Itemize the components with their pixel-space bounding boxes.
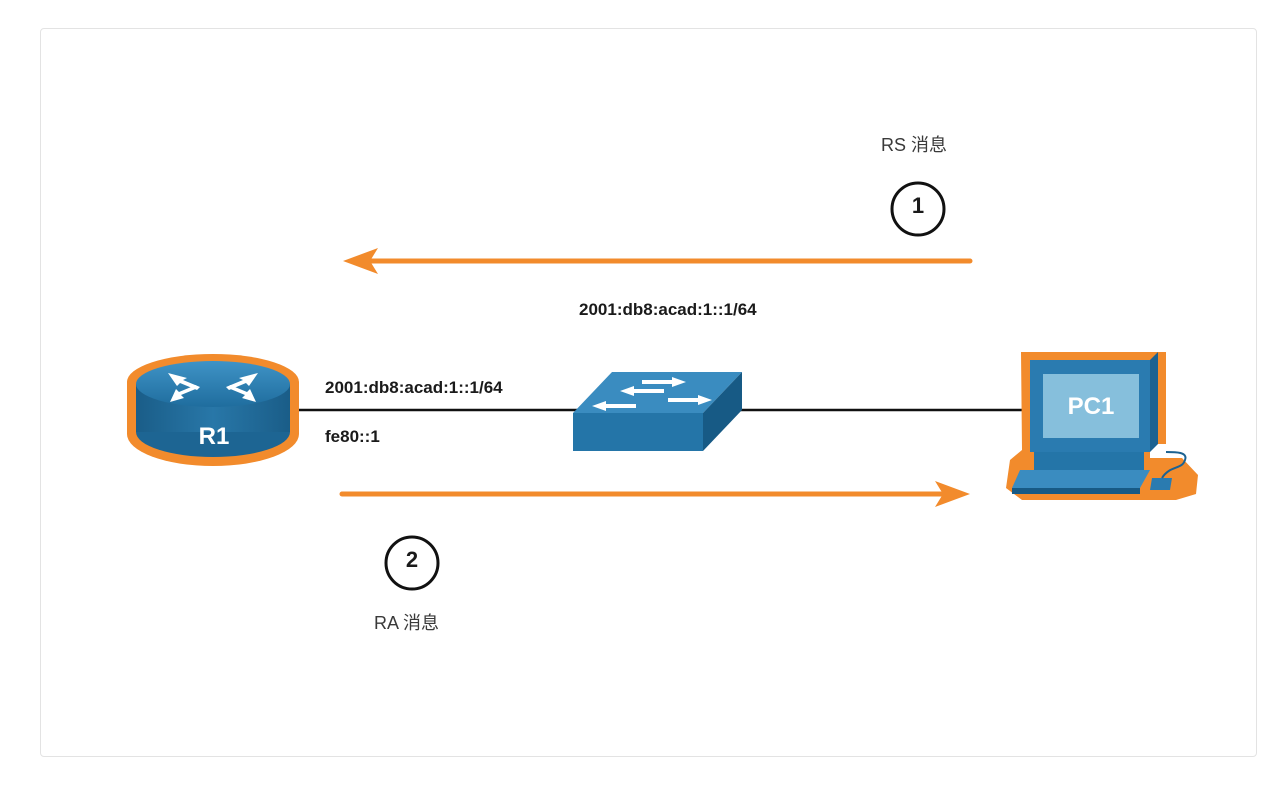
step-1-circle — [890, 181, 946, 237]
switch-address-label: 2001:db8:acad:1::1/64 — [579, 300, 757, 319]
rs-arrow — [343, 248, 973, 274]
router-icon — [127, 354, 299, 466]
rs-message-label: RS 消息 — [881, 135, 948, 155]
ra-message-label: RA 消息 — [374, 613, 440, 633]
switch-icon — [573, 372, 742, 451]
step-1-number: 1 — [911, 193, 925, 218]
step-2-circle — [384, 535, 440, 591]
step-2-number: 2 — [405, 547, 419, 572]
router-name: R1 — [198, 423, 230, 450]
pc-name: PC1 — [1067, 393, 1115, 420]
pc-icon — [1006, 352, 1198, 500]
router-global-address: 2001:db8:acad:1::1/64 — [325, 378, 503, 397]
router-link-local-address: fe80::1 — [325, 427, 380, 446]
ra-arrow — [339, 481, 970, 507]
